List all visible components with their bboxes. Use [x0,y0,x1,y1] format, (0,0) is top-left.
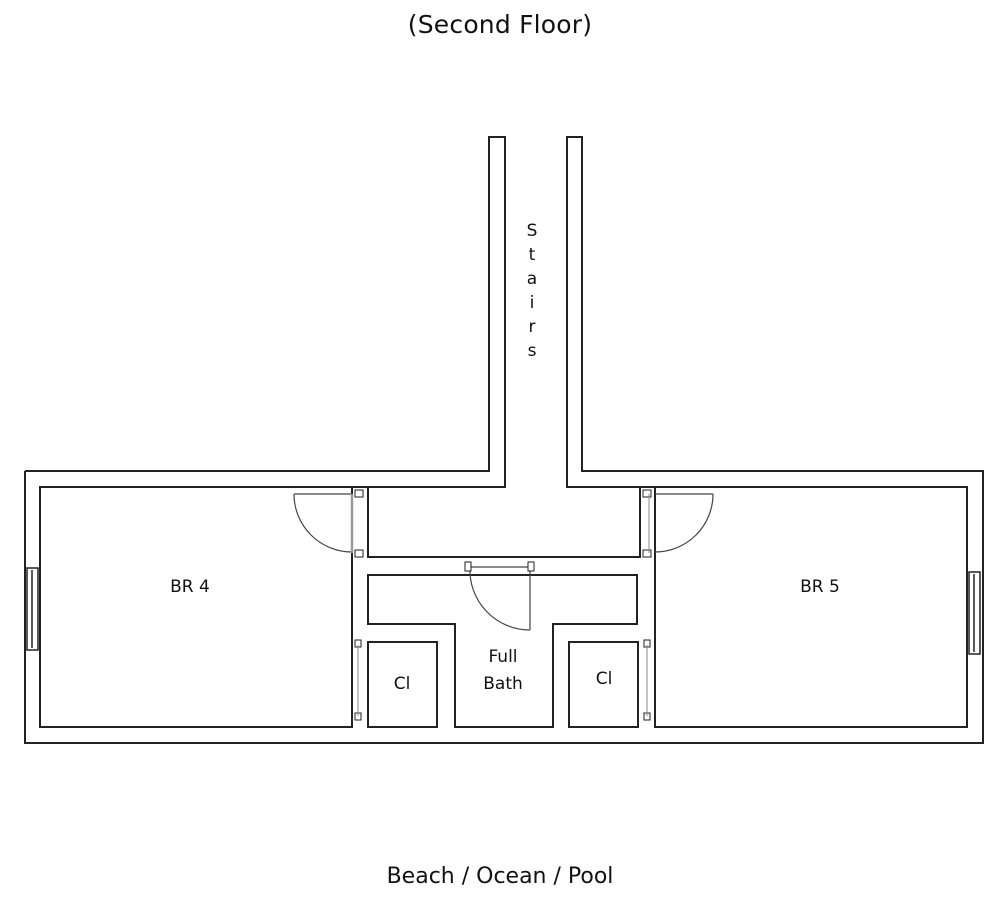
stairs-label: S t a i r s [522,219,542,363]
window-left [26,567,39,651]
closet-left-wall [367,641,438,728]
window-right [968,571,981,655]
stairs-letter: t [528,245,536,265]
orientation-caption: Beach / Ocean / Pool [386,864,614,889]
hallway-wall [367,487,641,558]
stairs-letter: s [527,341,537,361]
stairs-letter: i [529,293,535,313]
floor-title: (Second Floor) [407,10,593,39]
stairs-letter: r [528,317,536,337]
door-br4 [293,493,353,553]
closet-right-wall [568,641,639,728]
room-label-bath-line2: Bath [483,674,523,694]
stairs-letter: a [526,269,538,289]
door-br5 [654,493,714,553]
bath-wall [367,574,638,728]
room-label-bath-line1: Full [488,647,518,667]
room-label-closet-right: Cl [595,669,613,689]
room-label-br4: BR 4 [170,577,210,597]
stairs-letter: S [526,221,538,241]
room-label-br5: BR 5 [800,577,840,597]
room-label-closet-left: Cl [393,674,411,694]
door-bath [469,566,531,631]
